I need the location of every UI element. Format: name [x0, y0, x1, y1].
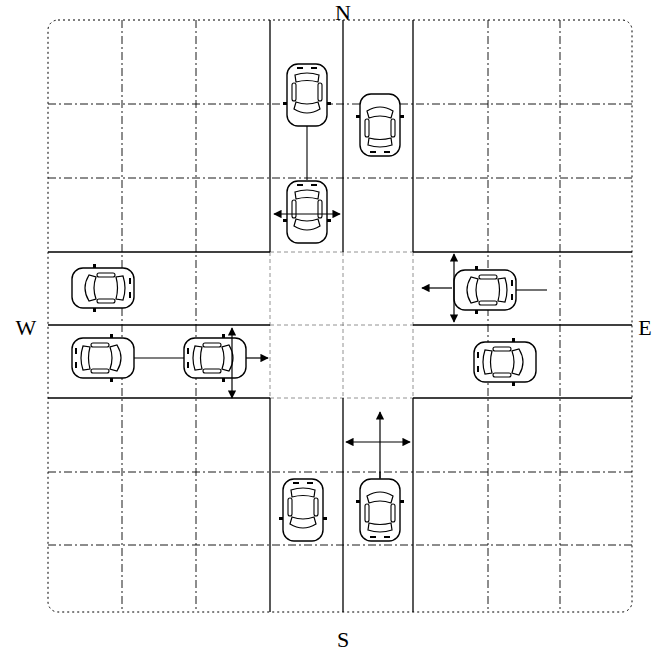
- compass-label: W: [16, 317, 37, 339]
- compass-label: S: [337, 629, 349, 651]
- compass-label: N: [335, 2, 351, 24]
- compass-label: E: [638, 317, 651, 339]
